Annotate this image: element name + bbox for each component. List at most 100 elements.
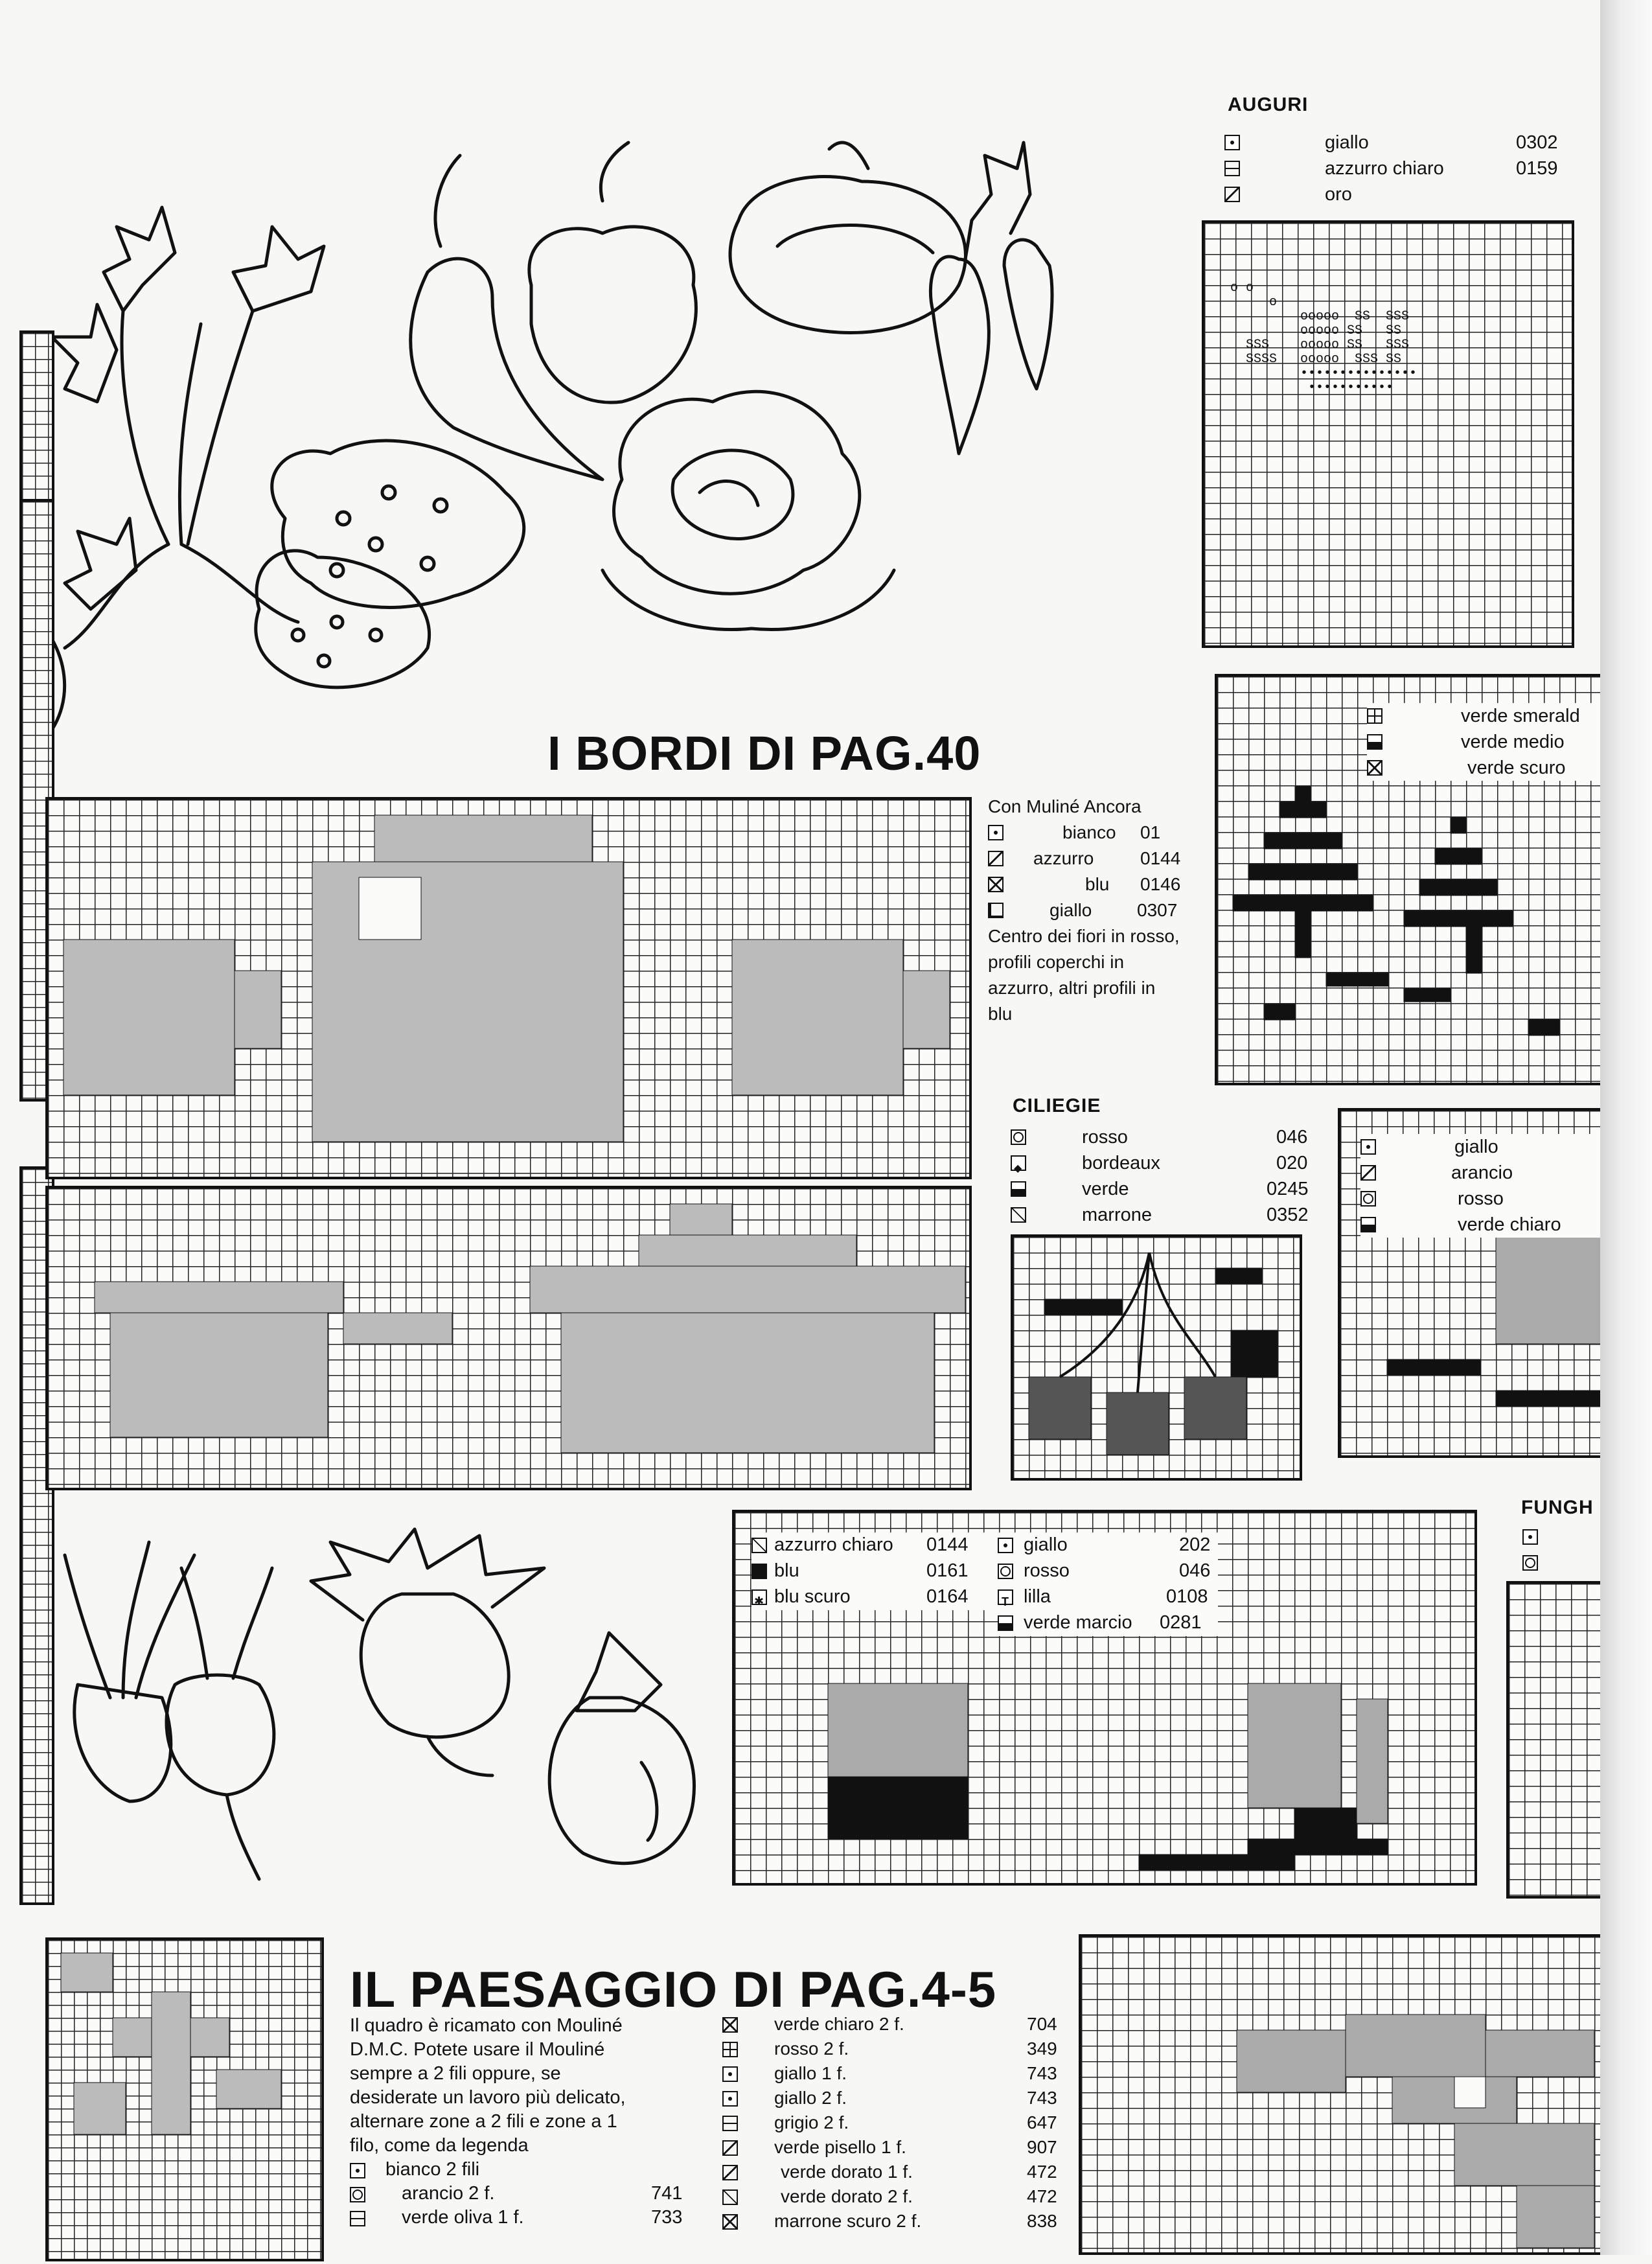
slash-symbol-icon xyxy=(1224,187,1240,202)
funghi-title: FUNGH xyxy=(1521,1497,1594,1518)
dot-symbol-icon xyxy=(350,2163,365,2178)
tee-symbol-icon xyxy=(998,1589,1013,1615)
star-symbol-icon xyxy=(751,1589,767,1614)
dot-symbol-icon xyxy=(722,2066,738,2082)
legend-item: bianco 2 fili xyxy=(350,2158,713,2182)
legend-item: arancio 2 f. 741 xyxy=(350,2182,713,2206)
half-symbol-icon xyxy=(998,1615,1013,1631)
bordi-chart-pots xyxy=(45,1186,972,1490)
legend-code: 0161 xyxy=(926,1560,969,1581)
quad-symbol-icon xyxy=(1367,708,1382,724)
legend-code: 046 xyxy=(1179,1560,1211,1581)
legend-label: verde pisello 1 f. xyxy=(774,2137,906,2157)
hline-symbol-icon xyxy=(350,2211,365,2226)
ciliegie-chart xyxy=(1011,1234,1302,1481)
legend-code: 202 xyxy=(1179,1534,1211,1555)
legend-label: arancio xyxy=(1451,1162,1513,1183)
legend-label: oro xyxy=(1325,184,1352,205)
fill-symbol-icon xyxy=(751,1564,767,1579)
legend-item: arancio xyxy=(1360,1160,1607,1186)
legend-label: giallo xyxy=(1325,132,1369,153)
paesaggio-text-line: alternare zone a 2 fili e zone a 1 xyxy=(350,2111,617,2132)
circle-symbol-icon xyxy=(1522,1555,1538,1571)
legend-label: verde dorato 1 f. xyxy=(781,2162,913,2182)
circle-symbol-icon xyxy=(998,1564,1013,1579)
legend-item: rosso xyxy=(1360,1186,1607,1212)
legend-item: giallo 1 f.743 xyxy=(722,2061,1066,2086)
half-symbol-icon xyxy=(1367,734,1382,750)
teapot-motif xyxy=(827,1683,1388,1871)
bordi-chart-cups xyxy=(45,797,972,1179)
legend-label: lilla xyxy=(1024,1586,1051,1607)
legend-code: 0146 xyxy=(1140,874,1181,894)
cross-symbol-icon xyxy=(722,2214,738,2230)
legend-code: 0144 xyxy=(926,1534,969,1555)
legend-code: 0307 xyxy=(1137,900,1178,920)
triangle-symbol-icon xyxy=(722,2189,738,2205)
auguri-motif: o o o ooooo SS SSS ooooo SS SS SSS ooooo… xyxy=(1230,281,1417,395)
legend-code: 741 xyxy=(651,2183,683,2204)
legend-code: 01 xyxy=(1140,822,1161,842)
half-symbol-icon xyxy=(1360,1217,1376,1232)
hline-symbol-icon xyxy=(1224,161,1240,176)
legend-code: 020 xyxy=(1276,1153,1308,1173)
legend-item: rosso 046 xyxy=(998,1558,1218,1584)
cups-motif xyxy=(63,814,950,1142)
ciliegie-title: CILIEGIE xyxy=(1013,1095,1101,1116)
cross-symbol-icon xyxy=(988,877,1004,892)
cross-symbol-icon xyxy=(1367,760,1382,776)
legend-code: 743 xyxy=(1027,2088,1057,2108)
legend-code: 733 xyxy=(651,2207,683,2228)
paesaggio-text-line: desiderate un lavoro più delicato, xyxy=(350,2087,626,2108)
legend-code: 0302 xyxy=(1516,132,1558,153)
legend-code: 0144 xyxy=(1140,848,1181,868)
legend-label: giallo xyxy=(1050,900,1092,920)
legend-code: 907 xyxy=(1027,2137,1057,2157)
paesaggio-text-line: filo, come da legenda xyxy=(350,2135,529,2156)
paesaggio-text-line: sempre a 2 fili oppure, se xyxy=(350,2063,561,2084)
legend-label: marrone scuro 2 f. xyxy=(774,2211,922,2231)
legend-item: verde dorato 1 f.472 xyxy=(722,2160,1066,2184)
half-symbol-icon xyxy=(1011,1181,1026,1197)
legend-label: verde marcio xyxy=(1024,1612,1132,1633)
legend-label: verde xyxy=(1082,1179,1129,1199)
legend-label: arancio 2 f. xyxy=(402,2183,495,2204)
legend-label: blu xyxy=(1085,874,1110,894)
legend-label: verde medio xyxy=(1461,732,1565,752)
check-symbol-icon xyxy=(751,1538,767,1553)
cross-symbol-icon xyxy=(722,2017,738,2033)
slash-symbol-icon xyxy=(1360,1165,1376,1181)
circle-symbol-icon xyxy=(1011,1129,1026,1145)
circle-symbol-icon xyxy=(1360,1191,1376,1207)
legend-item: blu 0146 xyxy=(988,872,1208,897)
legend-label: rosso xyxy=(1024,1560,1070,1581)
funghi-chart xyxy=(1506,1581,1610,1899)
legend-label: giallo 2 f. xyxy=(774,2088,847,2108)
legend-item: giallo 2 f. 743 xyxy=(722,2086,1066,2110)
triangle-symbol-icon xyxy=(1011,1207,1026,1223)
auguri-title: AUGURI xyxy=(1228,94,1309,115)
legend-label: verde chiaro xyxy=(1458,1214,1561,1235)
legend-label: verde oliva 1 f. xyxy=(402,2207,524,2228)
paesaggio-title: IL PAESAGGIO DI PAG.4-5 xyxy=(350,1961,997,2018)
legend-label: azzurro chiaro xyxy=(1325,158,1444,179)
legend-label: bianco 2 fili xyxy=(385,2159,480,2180)
paesaggio-text: Il quadro è ricamato con Mouliné D.M.C. … xyxy=(350,2014,713,2230)
bottom-left-motif xyxy=(60,1952,282,2135)
bordi-note-line: Centro dei fiori in rosso, xyxy=(988,926,1180,946)
dot-symbol-icon xyxy=(722,2091,738,2107)
legend-item: oro xyxy=(1224,181,1587,207)
legend-code: 0108 xyxy=(1166,1586,1208,1607)
auguri-chart: o o o ooooo SS SSS ooooo SS SS SSS ooooo… xyxy=(1202,220,1574,648)
landscape-motif xyxy=(1236,2014,1595,2248)
legend-code: 046 xyxy=(1276,1127,1308,1148)
